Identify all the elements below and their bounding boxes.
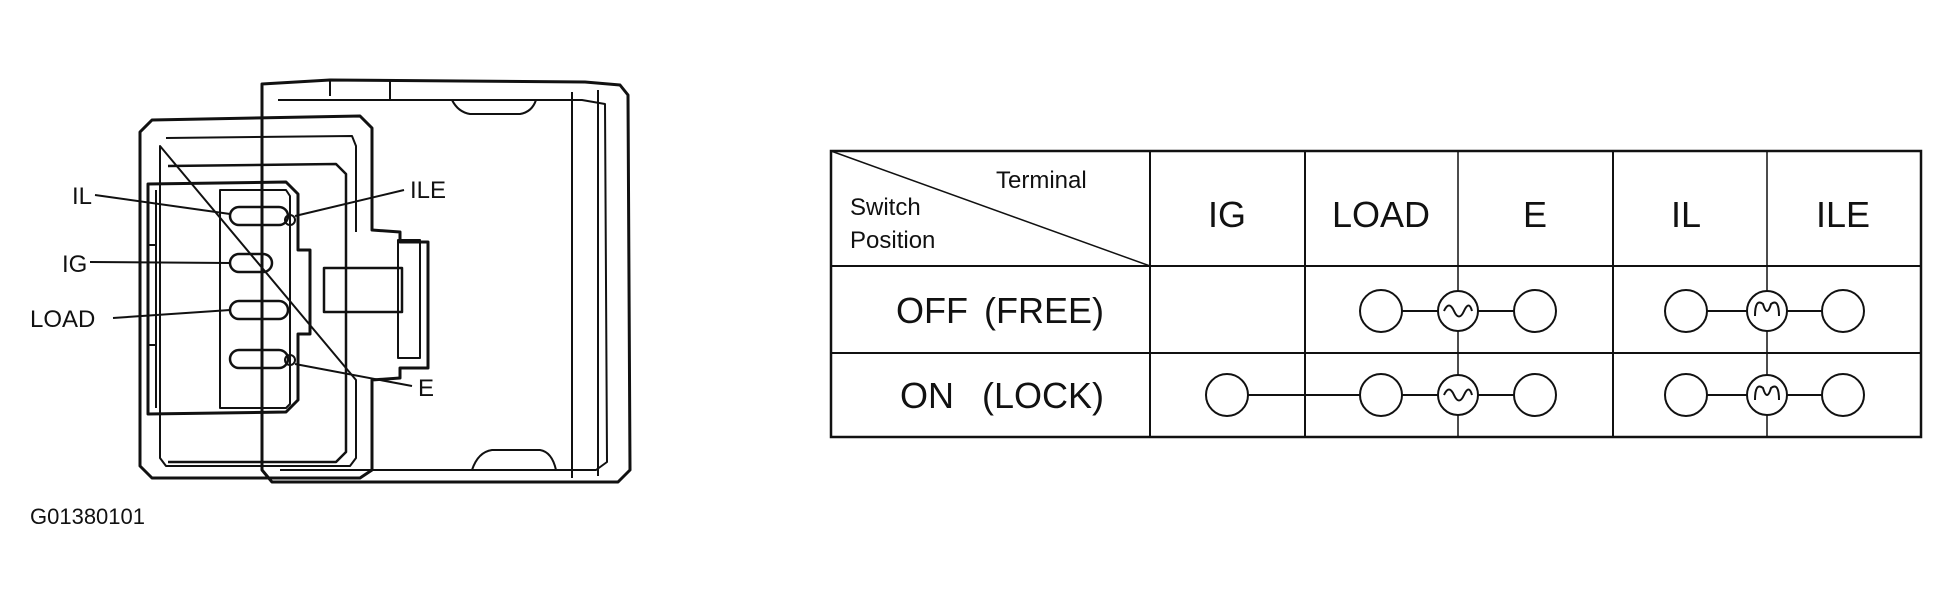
on-ig-load-e-connection [1205,373,1557,417]
terminal-circle-ile [1821,289,1865,333]
terminal-circle-e [1513,289,1557,333]
leader-ig [89,261,231,264]
off-il-ile-connection [1664,289,1865,333]
row-label-off-position: OFF [896,290,968,331]
table-border [829,149,1923,439]
row-label-on-position: ON [900,375,954,416]
connector-body-inner [159,135,357,467]
pin-e-dot [284,354,296,366]
bulb-filament [1443,388,1473,402]
locking-tab [322,266,404,314]
header-diagonal [830,150,1151,267]
column-header-il: IL [1671,194,1701,235]
column-header-e: E [1523,194,1547,235]
terminal-circle-il [1664,373,1708,417]
bulb-icon [1437,374,1479,416]
label-load: LOAD [30,306,95,333]
continuity-symbols [1205,289,1865,417]
bulb-filament [1443,304,1473,318]
terminal-circle-il [1664,289,1708,333]
figure-id: G01380101 [30,504,145,529]
pin-e [228,348,290,370]
header-switch: Switch [850,194,921,221]
label-il: IL [72,183,92,210]
connector-drawing [138,78,632,484]
terminal-circle-e [1513,373,1557,417]
label-ile: ILE [410,177,446,204]
terminal-cavity-inner [219,189,291,409]
row-label-on-state: (LOCK) [982,375,1104,416]
on-il-ile-connection [1664,373,1865,417]
header-position: Position [850,227,935,254]
bulb-filament [1754,301,1780,317]
pin-ile-dot [284,214,296,226]
terminal-circle-ig [1205,373,1249,417]
locking-tab-inner [397,239,421,359]
leader-il [94,194,231,215]
continuity-table [829,149,1923,439]
label-e: E [418,375,434,402]
terminal-cavity [146,180,312,416]
column-header-load: LOAD [1332,194,1430,235]
bulb-filament [1754,385,1780,401]
column-header-ile: ILE [1816,194,1870,235]
pin-il [228,205,290,227]
row-label-off-state: (FREE) [984,290,1104,331]
header-terminal: Terminal [996,167,1087,194]
terminal-circle-load [1359,289,1403,333]
pin-ig [228,252,274,274]
terminal-circle-ile [1821,373,1865,417]
housing-top-notch [451,99,537,115]
bulb-icon [1437,290,1479,332]
leader-load [112,309,231,319]
pin-leader-lines [89,189,413,387]
terminal-circle-load [1359,373,1403,417]
housing-bottom-notch [471,449,557,471]
row-label-on: ON (LOCK) [900,375,1104,416]
connector-body [138,114,430,480]
housing-top-ridge [329,80,391,100]
label-ig: IG [62,251,87,278]
row-label-off: OFF (FREE) [896,290,1104,331]
leader-ile [294,189,405,217]
housing-back-plate [260,78,632,484]
pin-load [228,299,290,321]
column-header-ig: IG [1208,194,1246,235]
leader-e [294,363,413,387]
housing-back-plate-inner [278,99,608,471]
off-load-e-connection [1359,289,1557,333]
